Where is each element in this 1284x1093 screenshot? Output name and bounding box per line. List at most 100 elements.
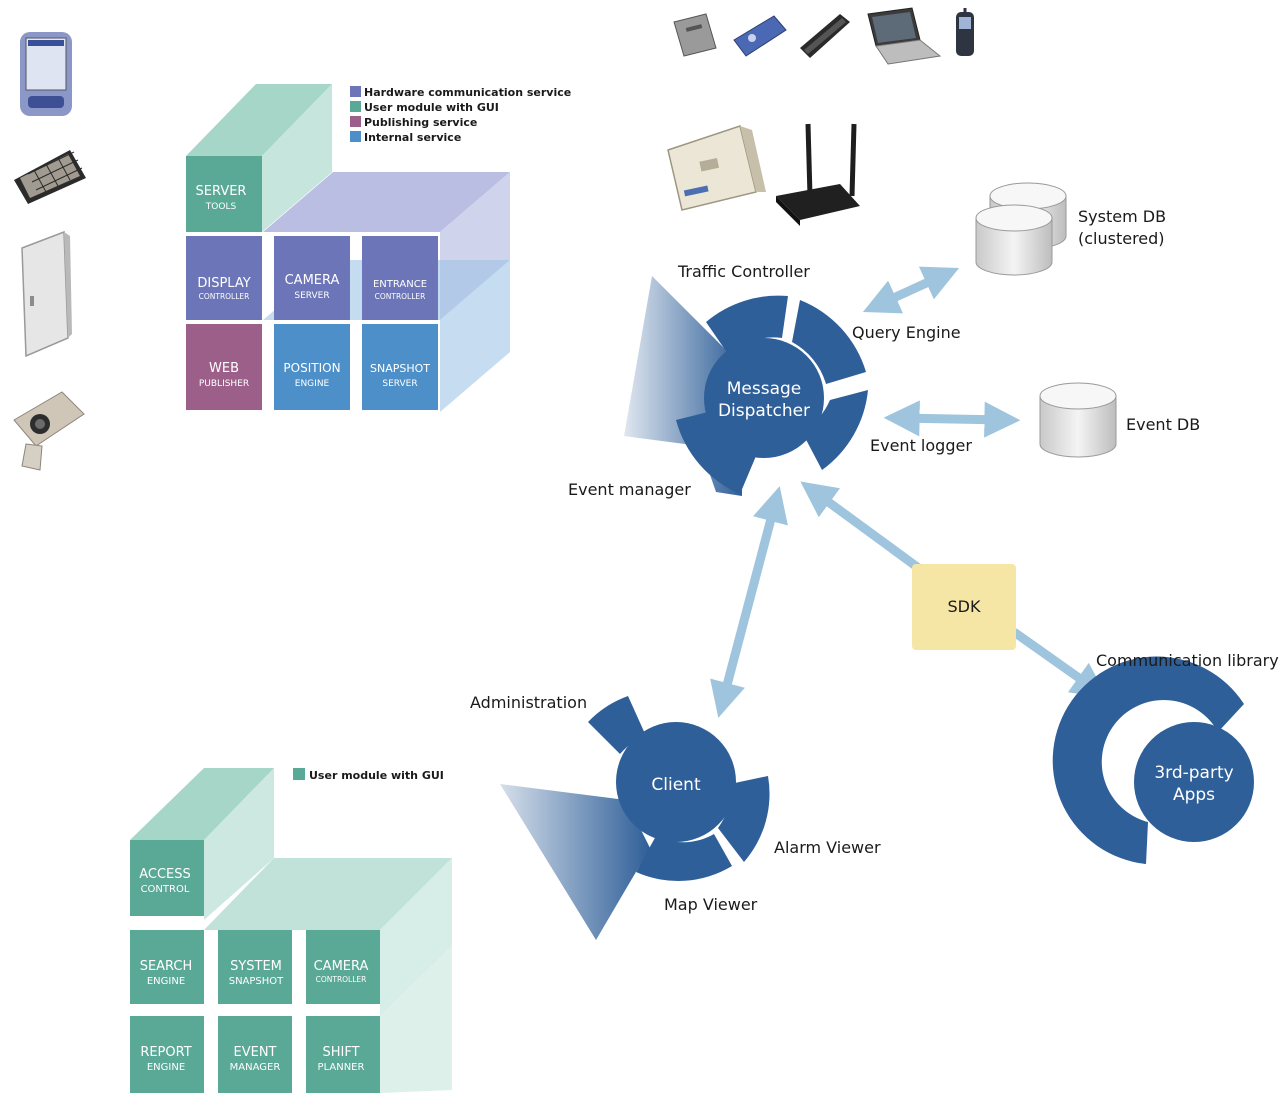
block-entrance-controller: [362, 236, 438, 320]
client-stack: ACCESS CONTROL SEARCH ENGINE SYSTEM SNAP…: [130, 768, 452, 1093]
arrow-sdk-dispatcher: [800, 481, 927, 576]
legend-swatch: [350, 101, 361, 112]
client-title: Client: [651, 775, 701, 795]
block-sublabel: SNAPSHOT: [229, 976, 284, 987]
block-sublabel: SERVER: [294, 291, 329, 301]
sdk-label: SDK: [948, 597, 981, 616]
segment-query-engine: [792, 300, 866, 384]
client-core: [616, 722, 736, 842]
label-query-engine: Query Engine: [852, 323, 961, 342]
legend-label: Hardware communication service: [364, 86, 571, 99]
sdk-box: SDK: [912, 564, 1016, 650]
label-communication-library: Communication library: [1096, 651, 1279, 670]
legend-swatch: [350, 116, 361, 127]
wireless-router-icon: [776, 123, 860, 226]
pda-icon: [20, 32, 72, 116]
block-access-control: [130, 840, 204, 916]
block-label: EVENT: [234, 1045, 277, 1060]
block-label: CAMERA: [285, 273, 340, 288]
block-sublabel: CONTROLLER: [199, 292, 250, 301]
legend-label: Internal service: [364, 131, 461, 144]
access-point-icon: [667, 125, 766, 211]
block-label: CAMERA: [314, 959, 369, 974]
segment-map-viewer: [636, 834, 732, 881]
client-wedge: [500, 784, 650, 940]
legend-swatch: [350, 131, 361, 142]
block-label: SEARCH: [140, 959, 193, 974]
third-party-apps: 3rd-party Apps: [1052, 656, 1254, 864]
block-sublabel: PLANNER: [318, 1062, 365, 1073]
block-report-engine: [130, 1016, 204, 1093]
label-alarm-viewer: Alarm Viewer: [774, 838, 881, 857]
label-administration: Administration: [470, 693, 587, 712]
label-event-logger: Event logger: [870, 436, 972, 455]
arrow-sdk-library: [1011, 628, 1108, 699]
block-sublabel: ENGINE: [295, 379, 330, 389]
block-label: REPORT: [140, 1045, 191, 1060]
third-party-core: [1134, 722, 1254, 842]
block-sublabel: ENGINE: [147, 976, 185, 987]
segment-event-logger: [802, 390, 868, 470]
communication-library-ring: [1052, 656, 1244, 864]
usb-tag-icon: [733, 15, 787, 57]
label-event-manager: Event manager: [568, 480, 691, 499]
block-server-tools: [186, 156, 262, 232]
third-party-title: Apps: [1173, 785, 1215, 805]
block-label: SERVER: [196, 184, 247, 199]
event-db-icon: [1039, 382, 1117, 458]
arrow-dispatcher-client: [710, 486, 788, 718]
dispatcher-title: Dispatcher: [718, 401, 810, 421]
client-wheel: Client: [500, 696, 770, 940]
mobile-phone-icon: [956, 8, 974, 56]
tag-card-icon: [673, 13, 717, 57]
server-legend: Hardware communication service User modu…: [350, 86, 571, 144]
block-sublabel: SERVER: [382, 379, 417, 389]
system-db-icon: [975, 182, 1067, 276]
block-sublabel: CONTROLLER: [375, 292, 426, 301]
dispatcher-title: Message: [727, 379, 802, 399]
label-map-viewer: Map Viewer: [664, 895, 758, 914]
segment-administration: [588, 696, 646, 754]
block-snapshot-server: [362, 324, 438, 410]
block-camera-controller: [306, 930, 380, 1004]
message-dispatcher: Message Dispatcher: [624, 276, 868, 496]
block-label: WEB: [209, 361, 239, 376]
block-camera-server: [274, 236, 350, 320]
client-legend: User module with GUI: [293, 768, 444, 782]
system-db-label: System DB: [1078, 207, 1166, 226]
system-db-sublabel: (clustered): [1078, 229, 1165, 248]
block-label: DISPLAY: [197, 276, 250, 291]
block-sublabel: CONTROLLER: [316, 975, 367, 984]
block-web-publisher: [186, 324, 262, 410]
label-traffic-controller: Traffic Controller: [677, 262, 810, 281]
door-icon: [21, 230, 72, 358]
block-system-snapshot: [218, 930, 292, 1004]
block-label: POSITION: [283, 361, 340, 375]
block-sublabel: CONTROL: [141, 884, 190, 895]
laptop-icon: [867, 7, 942, 65]
arrow-dispatcher-eventdb: [883, 400, 1021, 438]
segment-event-manager: [676, 410, 756, 494]
block-label: SHIFT: [322, 1045, 359, 1060]
arrow-dispatcher-systemdb: [862, 266, 960, 314]
block-label: SYSTEM: [230, 959, 282, 974]
third-party-title: 3rd-party: [1154, 763, 1233, 783]
block-sublabel: PUBLISHER: [199, 379, 249, 389]
legend-label: Publishing service: [364, 116, 477, 129]
keypad-icon: [14, 150, 86, 204]
wristband-tag-icon: [800, 14, 850, 58]
block-sublabel: TOOLS: [205, 202, 237, 212]
block-shift-planner: [306, 1016, 380, 1093]
block-display-controller: [186, 236, 262, 320]
block-search-engine: [130, 930, 204, 1004]
dispatcher-core: [704, 338, 824, 458]
block-sublabel: ENGINE: [147, 1062, 185, 1073]
legend-swatch: [293, 768, 305, 780]
block-position-engine: [274, 324, 350, 410]
server-stack: SERVER TOOLS DISPLAY CONTROLLER CAMERA S…: [186, 84, 510, 412]
segment-traffic-controller: [706, 295, 788, 354]
event-db-label: Event DB: [1126, 415, 1200, 434]
legend-label: User module with GUI: [364, 101, 499, 114]
block-sublabel: MANAGER: [230, 1062, 281, 1073]
